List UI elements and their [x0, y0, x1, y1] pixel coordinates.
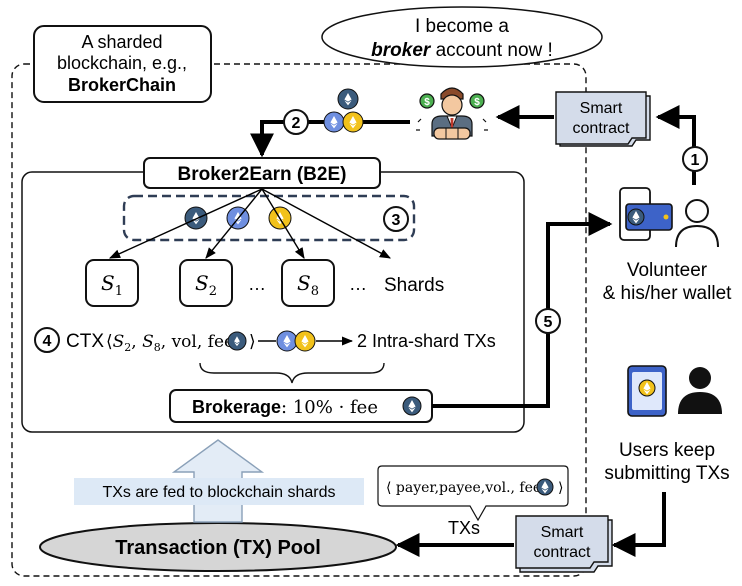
svg-text:5: 5 — [544, 314, 553, 331]
shards-label: Shards — [384, 275, 444, 296]
users-user-icon — [678, 367, 722, 414]
svg-text:S8: S8 — [297, 271, 319, 299]
tx-tuple-close: ⟩ — [558, 480, 563, 496]
svg-text:$: $ — [424, 97, 430, 108]
title-line2: blockchain, e.g., — [57, 53, 187, 73]
svg-text:1: 1 — [691, 152, 700, 169]
svg-text:4: 4 — [43, 333, 52, 350]
txs-label: TXs — [448, 518, 480, 538]
speech-line2: broker account now ! — [371, 40, 553, 61]
b2e-label: Broker2Earn (B2E) — [178, 164, 347, 185]
shards-ellipsis-1: … — [248, 274, 266, 294]
svg-text:2: 2 — [292, 115, 301, 132]
speech-line1: I become a — [415, 16, 509, 37]
fan-arrows — [108, 188, 391, 259]
handshake-icon — [433, 127, 471, 140]
coin-distribution-box — [122, 194, 416, 242]
b2e-label-box: Broker2Earn (B2E) — [143, 157, 381, 189]
brokerage-box: Brokerage: 10% · fee — [169, 389, 433, 423]
smart-contract-bottom[interactable]: Smart contract — [515, 515, 613, 573]
brokerage-text: Brokerage: 10% · fee — [192, 397, 378, 418]
fee-brace — [199, 362, 385, 384]
coin-stack-step2 — [323, 88, 364, 133]
sharded-blockchain-boundary — [11, 63, 587, 577]
arrow-brokerage-to-wallet — [432, 212, 613, 408]
broker-person-icon: $ $ — [416, 87, 488, 140]
users-wallet-icon — [627, 365, 667, 417]
arrow-users-to-contract — [611, 492, 666, 557]
transaction-pool: Transaction (TX) Pool — [39, 522, 397, 572]
volunteer-line2: & his/her wallet — [603, 283, 733, 304]
step-4-badge: 4 — [34, 327, 60, 353]
svg-text:S1: S1 — [101, 271, 123, 299]
shard-box-2: S2 — [179, 259, 233, 307]
users-line2: submitting TXs — [604, 463, 729, 484]
step-3-badge: 3 — [383, 206, 409, 232]
wallet-phone-icon — [619, 187, 673, 241]
step-2-badge: 2 — [283, 109, 309, 135]
fed-note: TXs are fed to blockchain shards — [102, 484, 335, 501]
shards-ellipsis-2: … — [349, 274, 367, 294]
title-line3: BrokerChain — [68, 75, 176, 95]
svg-text:3: 3 — [392, 212, 401, 229]
smart-contract-top-line1: Smart — [580, 100, 623, 117]
pool-label: Transaction (TX) Pool — [115, 537, 321, 559]
shard-box-8: S8 — [281, 259, 335, 307]
shard-box-1: S1 — [85, 259, 139, 307]
smart-contract-top-line2: contract — [573, 120, 630, 137]
tx-tuple-text: ⟨ payer,payee,vol., fee — [386, 480, 541, 496]
svg-text:S2: S2 — [195, 271, 217, 299]
step-5-badge: 5 — [535, 308, 561, 334]
svg-text:$: $ — [474, 97, 480, 108]
ctx-label: CTX — [66, 331, 104, 352]
ctx-result: 2 Intra-shard TXs — [357, 331, 496, 351]
speech-bubble: I become a broker account now ! — [321, 6, 603, 68]
step-1-badge: 1 — [682, 146, 708, 172]
dollar-coin-icon — [469, 93, 485, 109]
title-line1: A sharded — [81, 32, 162, 52]
tx-tuple-callout: ⟨ payer,payee,vol., fee ⟩ — [377, 465, 569, 522]
fed-note-box — [74, 478, 364, 505]
smart-contract-bottom-line2: contract — [534, 544, 591, 561]
smart-contract-top[interactable]: Smart contract — [555, 91, 651, 147]
ctx-tuple-close: ⟩ — [249, 332, 256, 352]
title-box: A sharded blockchain, e.g., BrokerChain — [33, 25, 212, 103]
users-line1: Users keep — [619, 440, 715, 461]
dollar-coin-icon — [419, 93, 435, 109]
ctx-tuple: ⟨S2, S8, vol, fee — [106, 332, 234, 354]
volunteer-user-icon — [675, 199, 719, 248]
smart-contract-bottom-line1: Smart — [541, 524, 584, 541]
volunteer-line1: Volunteer — [627, 260, 708, 281]
